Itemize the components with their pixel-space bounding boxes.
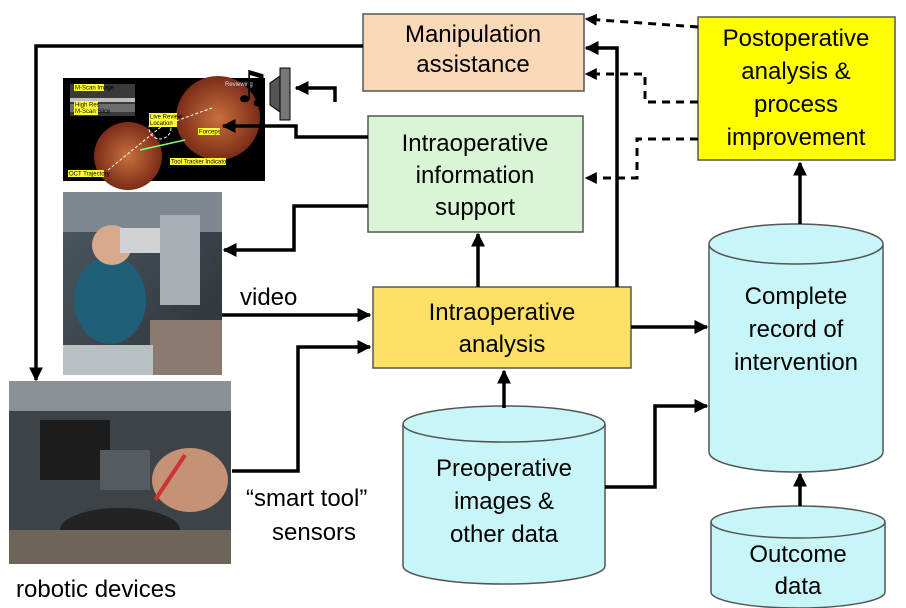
intraoperative-analysis-box: Intraoperative analysis	[372, 286, 632, 369]
dashed-postop-to-info	[584, 137, 698, 184]
label-live-review-1: Live Review	[150, 115, 183, 121]
label-high-res-1: High Res	[75, 103, 100, 109]
smart-tool-label-2: sensors	[272, 519, 356, 546]
dashed-postop-to-manipulation-2	[584, 68, 698, 104]
label-live-review-2: Location	[150, 121, 173, 127]
preoperative-line-2: images &	[454, 488, 554, 515]
dashed-postop-to-manipulation	[584, 13, 699, 29]
outcome-data-cylinder: Outcome data	[710, 505, 886, 608]
preoperative-line-1: Preoperative	[436, 455, 572, 482]
manipulation-line-2: assistance	[416, 51, 529, 78]
arrow-preop-to-record	[605, 399, 709, 489]
manipulation-line-1: Manipulation	[405, 21, 541, 48]
label-reviewing: Reviewing	[225, 82, 253, 88]
info-support-line-3: support	[435, 194, 515, 221]
surgeon-microscope-photo	[63, 192, 222, 375]
robotic-devices-label: robotic devices	[16, 576, 176, 603]
speaker-icon	[269, 75, 281, 113]
label-oct-trajectory: OCT Trajectory	[69, 172, 110, 178]
preoperative-line-3: other data	[450, 521, 559, 548]
preoperative-data-cylinder: Preoperative images & other data	[402, 405, 606, 585]
outcome-line-1: Outcome	[749, 541, 846, 568]
arrow-info-to-screen	[221, 119, 368, 139]
complete-record-line-1: Complete	[745, 283, 848, 310]
label-tool-tracker: Tool Tracker Indicator	[171, 160, 228, 166]
arrow-sensors-to-analysis	[232, 340, 372, 473]
arrow-info-to-audio	[294, 81, 337, 102]
arrow-manipulation-to-robot	[29, 44, 363, 382]
complete-record-line-3: intervention	[734, 349, 858, 376]
label-high-res-2: M-Scan Slice	[75, 109, 111, 115]
video-label: video	[240, 284, 297, 311]
arrow-info-to-surgeon	[222, 204, 368, 257]
robotic-device-photo	[9, 381, 231, 564]
intra-analysis-line-1: Intraoperative	[429, 299, 576, 326]
label-mscan-image: M-Scan Image	[75, 86, 115, 92]
smart-tool-label-1: “smart tool”	[246, 485, 367, 512]
info-support-line-1: Intraoperative	[402, 130, 549, 157]
arrow-analysis-to-manipulation	[584, 41, 619, 287]
information-support-box: Intraoperative information support	[367, 115, 584, 233]
intra-analysis-line-2: analysis	[459, 331, 546, 358]
postoperative-line-1: Postoperative	[723, 25, 870, 52]
info-support-line-2: information	[416, 162, 535, 189]
postoperative-line-2: analysis &	[741, 58, 850, 85]
complete-record-cylinder: Complete record of intervention	[708, 223, 884, 473]
postoperative-line-4: improvement	[727, 124, 866, 151]
complete-record-line-2: record of	[749, 316, 844, 343]
outcome-line-2: data	[775, 573, 822, 600]
manipulation-assistance-box: Manipulation assistance	[362, 13, 585, 92]
music-notes-icon: ♫	[232, 62, 271, 113]
oct-screenshot-image: M-Scan Image Reviewing High Res M-Scan S…	[63, 76, 265, 190]
postoperative-analysis-box: Postoperative analysis & process improve…	[697, 16, 896, 161]
postoperative-line-3: process	[754, 91, 838, 118]
speaker-music-icon: ♫	[232, 62, 291, 121]
label-forceps: Forceps	[199, 130, 221, 136]
